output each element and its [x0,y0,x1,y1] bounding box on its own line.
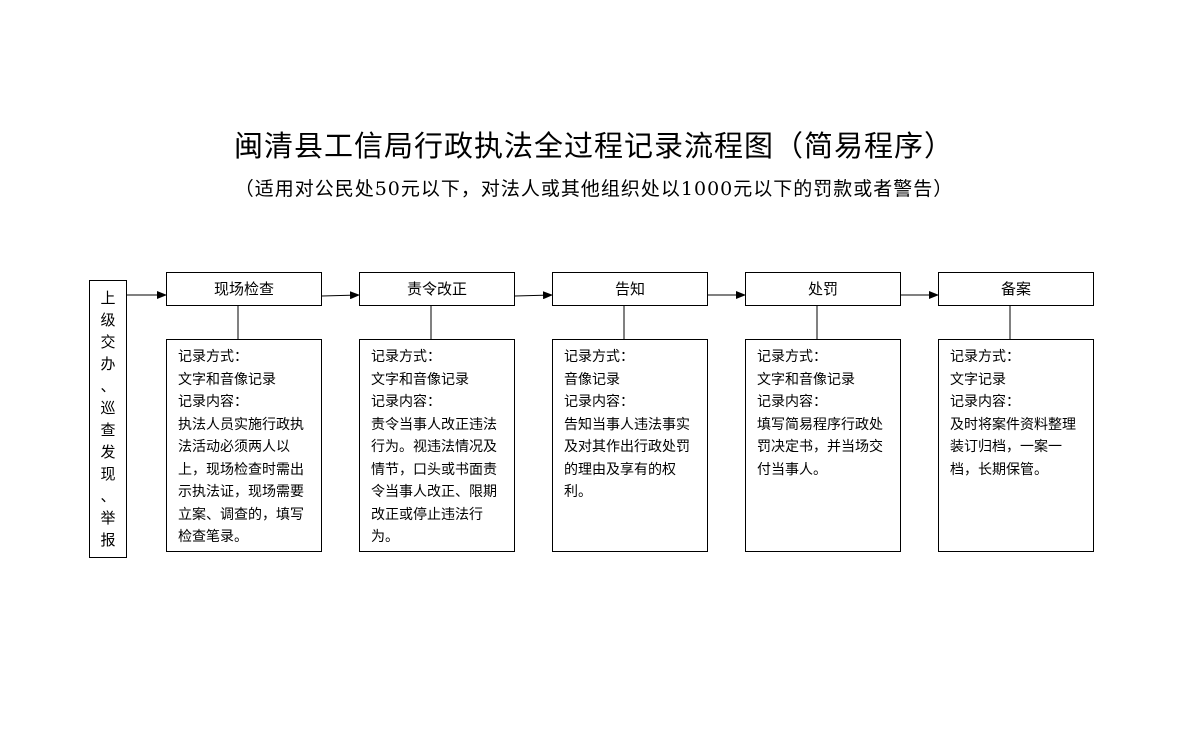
source-char: 级 [100,311,116,329]
content-label: 记录内容： [564,394,634,410]
step-label: 备案 [1000,280,1031,298]
source-char: 交 [100,333,116,351]
source-char: 报 [100,531,116,549]
source-char: 、 [100,377,116,395]
source-char: 、 [100,487,116,505]
source-char: 现 [100,465,116,483]
step-box-site-inspection: 现场检查 [166,272,322,306]
content-label: 记录内容： [950,394,1020,410]
detail-box-penalty: 记录方式： 文字和音像记录 记录内容： 填写简易程序行政处罚决定书，并当场交付当… [745,339,901,552]
content-value: 责令当事人改正违法行为。视违法情况及情节，口头或书面责令当事人改正、限期改正或停… [371,416,497,546]
content-value: 执法人员实施行政执法活动必须两人以上，现场检查时需出示执法证，现场需要立案、调查… [178,416,304,546]
detail-box-order-correction: 记录方式： 文字和音像记录 记录内容： 责令当事人改正违法行为。视违法情况及情节… [359,339,515,552]
method-label: 记录方式： [178,349,248,365]
source-char: 巡 [100,399,116,417]
method-value: 文字记录 [950,371,1006,388]
method-label: 记录方式： [564,349,634,365]
source-char: 上 [100,289,116,307]
content-label: 记录内容： [178,394,248,410]
detail-box-site-inspection: 记录方式： 文字和音像记录 记录内容： 执法人员实施行政执法活动必须两人以上，现… [166,339,322,552]
page-title: 闽清县工信局行政执法全过程记录流程图（简易程序） [233,129,954,163]
step-box-penalty: 处罚 [745,272,901,306]
content-value: 填写简易程序行政处罚决定书，并当场交付当事人。 [757,416,883,478]
method-label: 记录方式： [757,349,827,365]
content-label: 记录内容： [757,394,827,410]
content-value: 告知当事人违法事实及对其作出行政处罚的理由及享有的权利。 [564,416,690,501]
step-box-notification: 告知 [552,272,708,306]
content-label: 记录内容： [371,394,441,410]
page-subtitle: （适用对公民处50元以下，对法人或其他组织处以1000元以下的罚款或者警告） [234,178,954,200]
method-label: 记录方式： [371,349,441,365]
arrow-step-1-to-step-2 [321,291,360,300]
content-value: 及时将案件资料整理装订归档，一案一档，长期保管。 [950,416,1076,478]
step-box-filing: 备案 [938,272,1094,306]
step-box-order-correction: 责令改正 [359,272,515,306]
step-label: 责令改正 [406,280,467,298]
source-char: 办 [100,355,116,373]
source-char: 举 [100,509,116,527]
method-value: 文字和音像记录 [371,371,469,388]
arrow-step-2-to-step-3 [514,291,553,300]
detail-box-notification: 记录方式： 音像记录 记录内容： 告知当事人违法事实及对其作出行政处罚的理由及享… [552,339,708,552]
step-label: 处罚 [807,280,838,298]
source-char: 查 [100,421,116,439]
source-box: 上 级 交 办 、 巡 查 发 现 、 举 报 [89,280,127,558]
method-value: 文字和音像记录 [757,371,855,388]
step-label: 告知 [614,280,645,298]
step-label: 现场检查 [213,280,274,298]
detail-box-filing: 记录方式： 文字记录 记录内容： 及时将案件资料整理装订归档，一案一档，长期保管… [938,339,1094,552]
method-value: 文字和音像记录 [178,371,276,388]
method-value: 音像记录 [564,371,620,388]
source-char: 发 [100,443,116,461]
method-label: 记录方式： [950,349,1020,365]
